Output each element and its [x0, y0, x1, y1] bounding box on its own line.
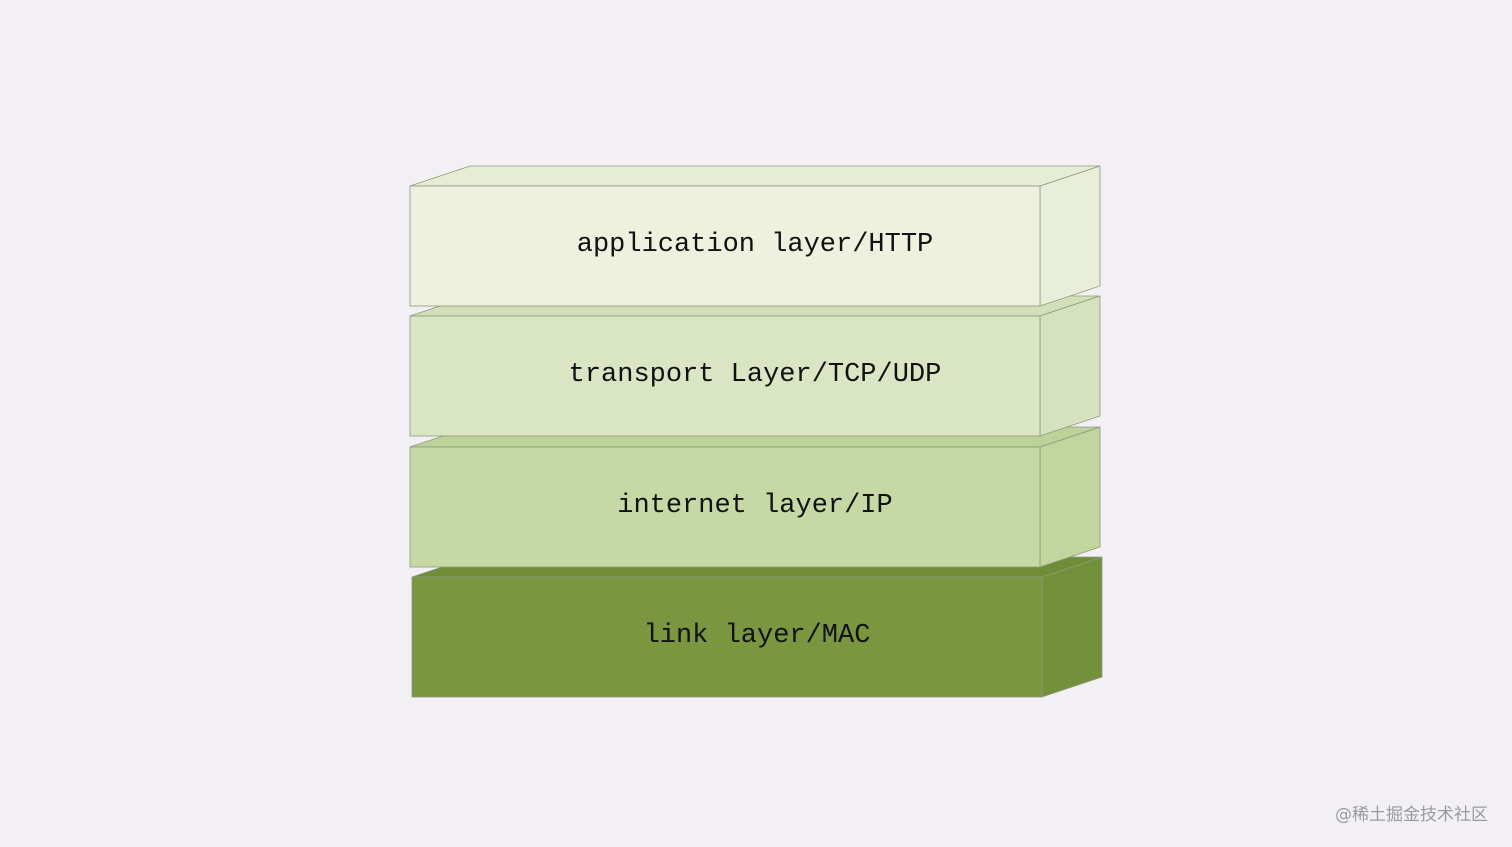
layer-front-face	[409, 315, 1041, 437]
layer-label: application layer/HTTP	[577, 230, 933, 260]
layer-label: transport Layer/TCP/UDP	[569, 360, 942, 390]
layer-front-face	[411, 576, 1043, 698]
layer-label: internet layer/IP	[617, 491, 892, 521]
layer-side-face	[1039, 165, 1101, 307]
layer-4: link layer/MAC	[411, 556, 1103, 698]
layer-front-face	[409, 185, 1041, 307]
layer-side-face	[1039, 426, 1101, 568]
layer-side-face	[1041, 556, 1103, 698]
layer-top-face	[409, 165, 1101, 187]
layer-1: application layer/HTTP	[409, 165, 1101, 307]
layer-label: link layer/MAC	[644, 621, 871, 651]
layer-front-face	[409, 446, 1041, 568]
watermark: @稀土掘金技术社区	[1335, 805, 1488, 825]
layer-2: transport Layer/TCP/UDP	[409, 295, 1101, 437]
layer-side-face	[1039, 295, 1101, 437]
layers-group: link layer/MAC internet layer/IP transport…	[409, 165, 1103, 698]
layer-3: internet layer/IP	[409, 426, 1101, 568]
